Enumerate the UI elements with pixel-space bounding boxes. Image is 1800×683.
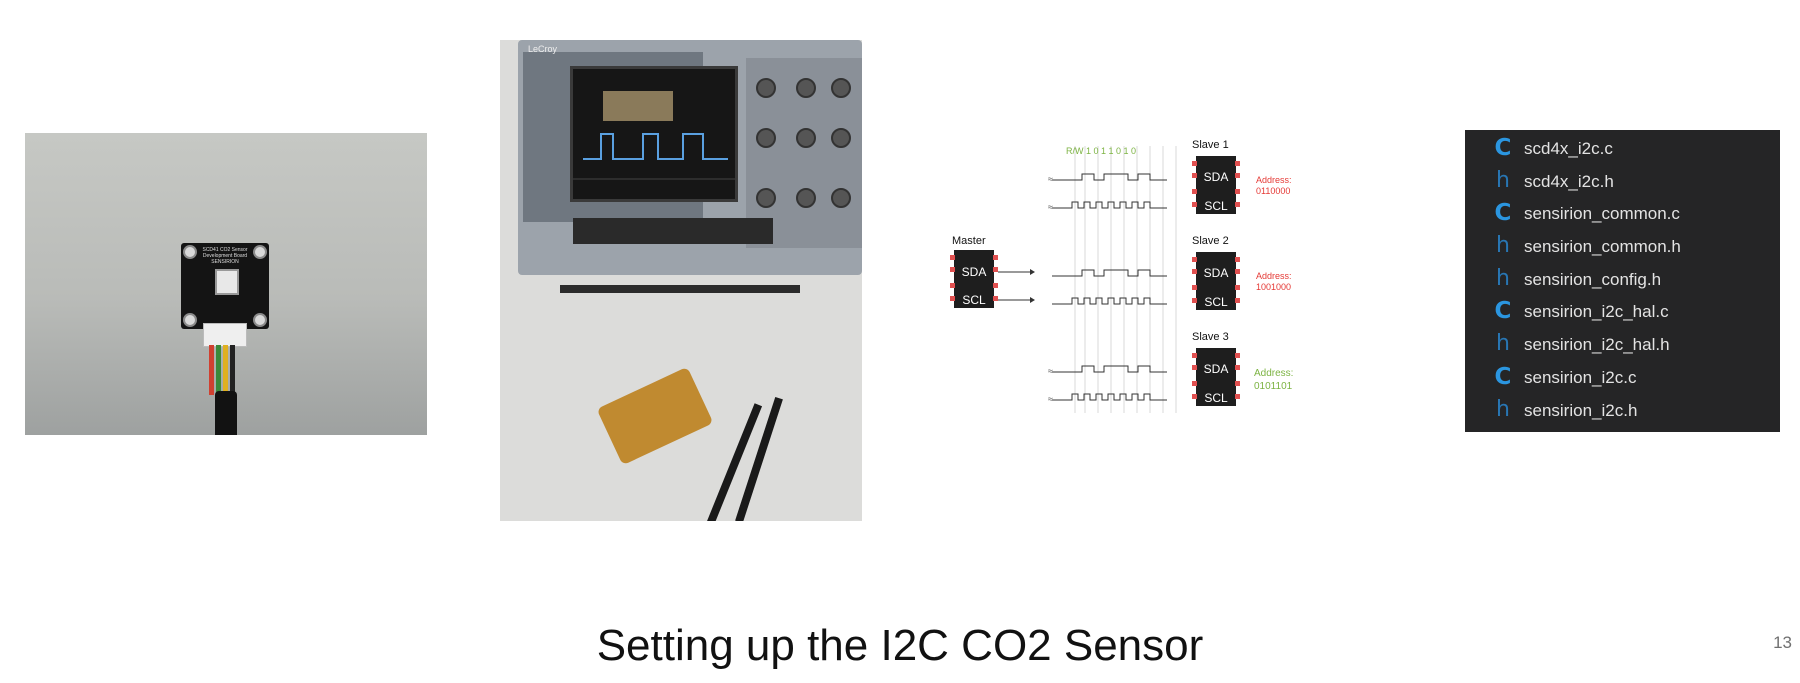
file-item-sensirion-common-h[interactable]: h sensirion_common.h: [1465, 231, 1780, 263]
file-name: sensirion_i2c_hal.h: [1524, 335, 1670, 354]
board-silkscreen: SCD41 CO2 Sensor Development Board SENSI…: [202, 247, 248, 265]
file-item-sensirion-i2c-h[interactable]: h sensirion_i2c.h: [1465, 395, 1780, 427]
scope-waveform: [573, 91, 735, 180]
file-name: scd4x_i2c.h: [1524, 172, 1614, 191]
file-item-sensirion-i2c-hal-c[interactable]: C sensirion_i2c_hal.c: [1465, 296, 1780, 328]
dev-board: [596, 366, 714, 466]
i2c-bus-diagram: R/W 1 0 1 1 0 1 0 Master SDA SCL Slave 1…: [950, 139, 1293, 413]
file-item-sensirion-i2c-c[interactable]: C sensirion_i2c.c: [1465, 362, 1780, 394]
slave3-scl-label: SCL: [1204, 391, 1228, 405]
slave2-address-label: Address:: [1256, 271, 1292, 281]
scope-probe: [735, 396, 783, 521]
file-name: sensirion_config.h: [1524, 270, 1662, 289]
file-name: sensirion_i2c.h: [1524, 401, 1638, 420]
h-file-icon: h: [1496, 331, 1510, 356]
sensor-board-photo: SCD41 CO2 Sensor Development Board SENSI…: [25, 133, 427, 435]
slave2-chip: SDA SCL: [1192, 252, 1240, 310]
slave2-address: 1001000: [1256, 282, 1291, 292]
scope-brand: LeCroy: [528, 44, 558, 54]
c-file-icon: C: [1494, 298, 1512, 324]
master-scl-label: SCL: [962, 293, 986, 307]
svg-text:≈: ≈: [1048, 202, 1053, 212]
slide-title: Setting up the I2C CO2 Sensor: [596, 621, 1204, 670]
file-item-scd4x-i2c-h[interactable]: h scd4x_i2c.h: [1465, 166, 1780, 198]
slave3-sda-label: SDA: [1204, 362, 1229, 376]
c-file-icon: C: [1494, 135, 1512, 161]
h-file-icon: h: [1496, 266, 1510, 291]
slave3-address-label: Address:: [1254, 368, 1293, 379]
h-file-icon: h: [1496, 168, 1510, 193]
oscilloscope-photo: LeCroy: [500, 40, 862, 521]
slave1-address-label: Address:: [1256, 175, 1292, 185]
master-chip: SDA SCL: [950, 250, 998, 308]
page-number: 13: [1773, 633, 1792, 652]
file-item-scd4x-i2c-c[interactable]: C scd4x_i2c.c: [1465, 133, 1780, 165]
file-list-panel: C scd4x_i2c.c h scd4x_i2c.h C sensirion_…: [1465, 130, 1780, 432]
slave2-label: Slave 2: [1192, 235, 1229, 247]
slave1-chip: SDA SCL: [1192, 156, 1240, 214]
file-name: sensirion_common.h: [1524, 237, 1681, 256]
slave3-chip: SDA SCL: [1192, 348, 1240, 406]
file-item-sensirion-config-h[interactable]: h sensirion_config.h: [1465, 264, 1780, 296]
cable-connector: [203, 323, 247, 347]
slave1-label: Slave 1: [1192, 139, 1229, 151]
slave1-address: 0110000: [1256, 186, 1290, 196]
h-file-icon: h: [1496, 397, 1510, 422]
slave1-scl-label: SCL: [1204, 199, 1228, 213]
file-name: sensirion_i2c_hal.c: [1524, 302, 1669, 321]
svg-text:≈: ≈: [1048, 366, 1053, 376]
slave1-sda-label: SDA: [1204, 170, 1229, 184]
slave3-address: 0101101: [1254, 381, 1293, 392]
file-name: sensirion_i2c.c: [1524, 368, 1637, 387]
sensor-board: SCD41 CO2 Sensor Development Board SENSI…: [181, 243, 269, 329]
file-name: sensirion_common.c: [1524, 204, 1680, 223]
file-name: scd4x_i2c.c: [1524, 139, 1613, 158]
file-item-sensirion-common-c[interactable]: C sensirion_common.c: [1465, 198, 1780, 230]
file-item-sensirion-i2c-hal-h[interactable]: h sensirion_i2c_hal.h: [1465, 329, 1780, 361]
c-file-icon: C: [1494, 364, 1512, 390]
c-file-icon: C: [1494, 200, 1512, 226]
slave3-label: Slave 3: [1192, 331, 1229, 343]
sensor-chip: [215, 269, 239, 295]
oscilloscope: LeCroy: [518, 40, 862, 275]
h-file-icon: h: [1496, 233, 1510, 258]
svg-text:≈: ≈: [1048, 174, 1053, 184]
master-label: Master: [952, 235, 986, 247]
oscilloscope-screen: [570, 66, 738, 202]
bits-label: R/W 1 0 1 1 0 1 0: [1066, 146, 1136, 156]
master-sda-label: SDA: [962, 265, 987, 279]
svg-text:≈: ≈: [1048, 394, 1053, 404]
slave2-sda-label: SDA: [1204, 266, 1229, 280]
slave2-scl-label: SCL: [1204, 295, 1228, 309]
sensor-cable: [215, 391, 237, 435]
